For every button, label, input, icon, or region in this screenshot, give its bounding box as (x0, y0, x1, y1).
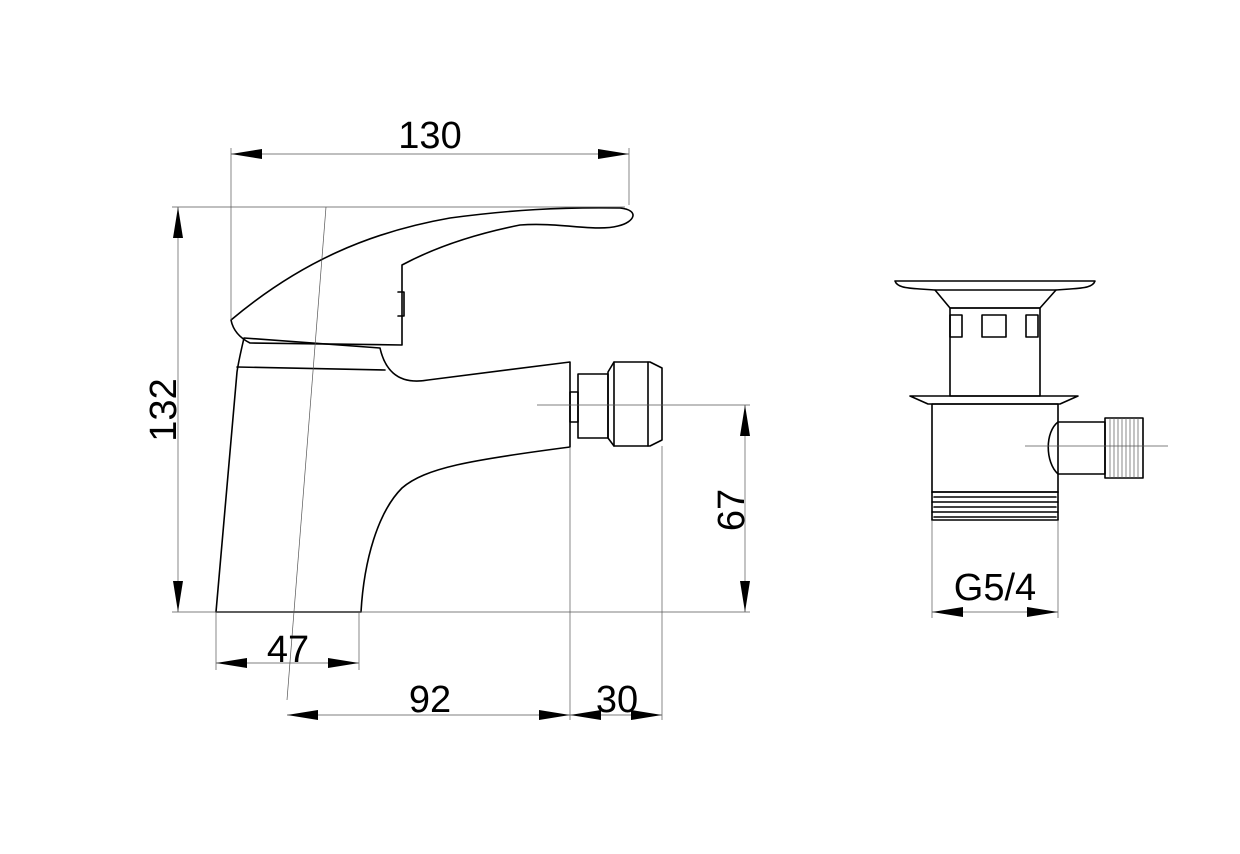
dimension-total-height: 132 (143, 207, 185, 612)
dimension-waste-thread: G5/4 (932, 567, 1058, 617)
dimension-outlet-height: 67 (711, 405, 753, 612)
dim-label-g54: G5/4 (954, 567, 1036, 609)
outlet-nozzle (569, 361, 663, 447)
waste-thread (931, 491, 1059, 521)
waste-flange (894, 280, 1096, 309)
dim-label-92: 92 (409, 679, 451, 721)
dimension-base-width: 47 (216, 629, 359, 671)
dim-label-47: 47 (267, 629, 309, 671)
waste-valve (894, 280, 1168, 618)
bidet-faucet (215, 206, 663, 701)
dim-label-67: 67 (711, 489, 753, 531)
faucet-centerline (286, 206, 327, 701)
dimension-spout-reach: 92 (287, 679, 570, 721)
waste-knurled-nut (1104, 417, 1144, 479)
waste-body (931, 403, 1059, 493)
body-collar-line (236, 366, 386, 371)
dimension-top-width: 130 (231, 115, 629, 159)
waste-collar (909, 395, 1079, 405)
dim-label-132: 132 (143, 378, 185, 441)
dim-label-130: 130 (398, 115, 461, 157)
extension-lines (172, 148, 750, 720)
waste-side-connector (1047, 421, 1106, 475)
faucet-body (215, 337, 571, 613)
dimension-nozzle-length: 30 (570, 679, 662, 721)
lever-handle (230, 207, 634, 346)
dim-label-30: 30 (596, 679, 638, 721)
lever-screw (397, 291, 405, 317)
